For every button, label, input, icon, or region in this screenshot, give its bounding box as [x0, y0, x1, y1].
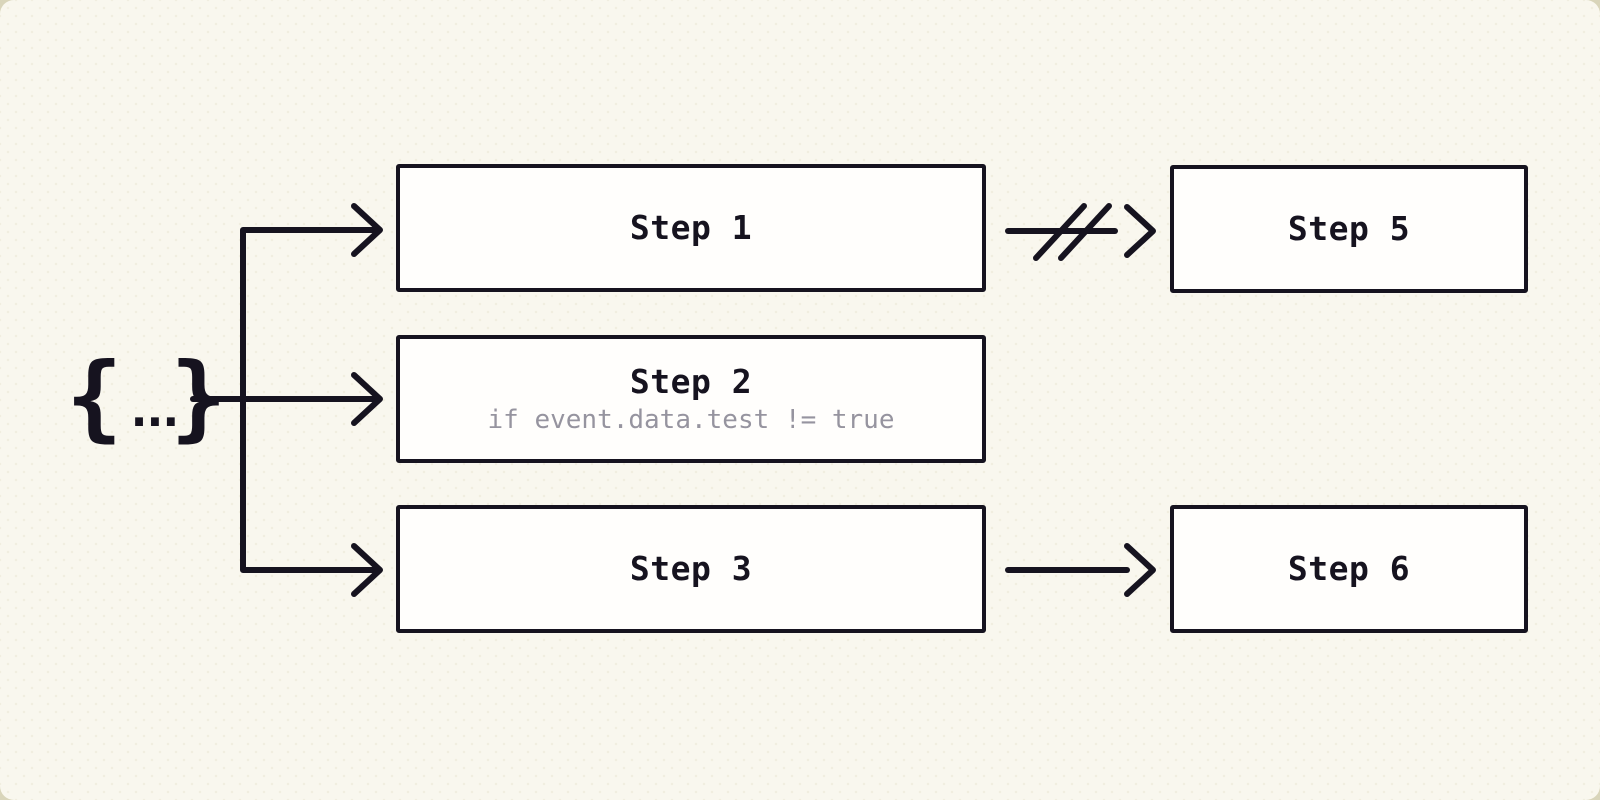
- node-step-3[interactable]: Step 3: [396, 505, 986, 633]
- node-step-1[interactable]: Step 1: [396, 164, 986, 292]
- arrowhead-to-step-6: [1124, 543, 1156, 597]
- node-condition: if event.data.test != true: [487, 405, 895, 436]
- node-label: Step 1: [629, 208, 753, 248]
- trigger-open-brace: {: [66, 343, 123, 452]
- arrowhead-to-step-5: [1124, 204, 1156, 258]
- arrowhead-to-step-1: [351, 203, 383, 257]
- arrowhead-to-step-2: [351, 372, 383, 426]
- cancel-slash-icon: [1058, 203, 1112, 261]
- node-label: Step 5: [1287, 209, 1411, 249]
- arrowhead-to-step-3: [351, 543, 383, 597]
- trigger-node[interactable]: { ... }: [66, 348, 227, 448]
- trigger-close-brace: }: [170, 343, 227, 452]
- cancel-slash-icon: [1033, 203, 1087, 261]
- node-label: Step 3: [629, 549, 753, 589]
- trigger-ellipsis: ...: [124, 382, 186, 438]
- node-step-5[interactable]: Step 5: [1170, 165, 1528, 293]
- node-step-2[interactable]: Step 2 if event.data.test != true: [396, 335, 986, 463]
- node-label: Step 2: [629, 362, 753, 402]
- node-label: Step 6: [1287, 549, 1411, 589]
- node-step-6[interactable]: Step 6: [1170, 505, 1528, 633]
